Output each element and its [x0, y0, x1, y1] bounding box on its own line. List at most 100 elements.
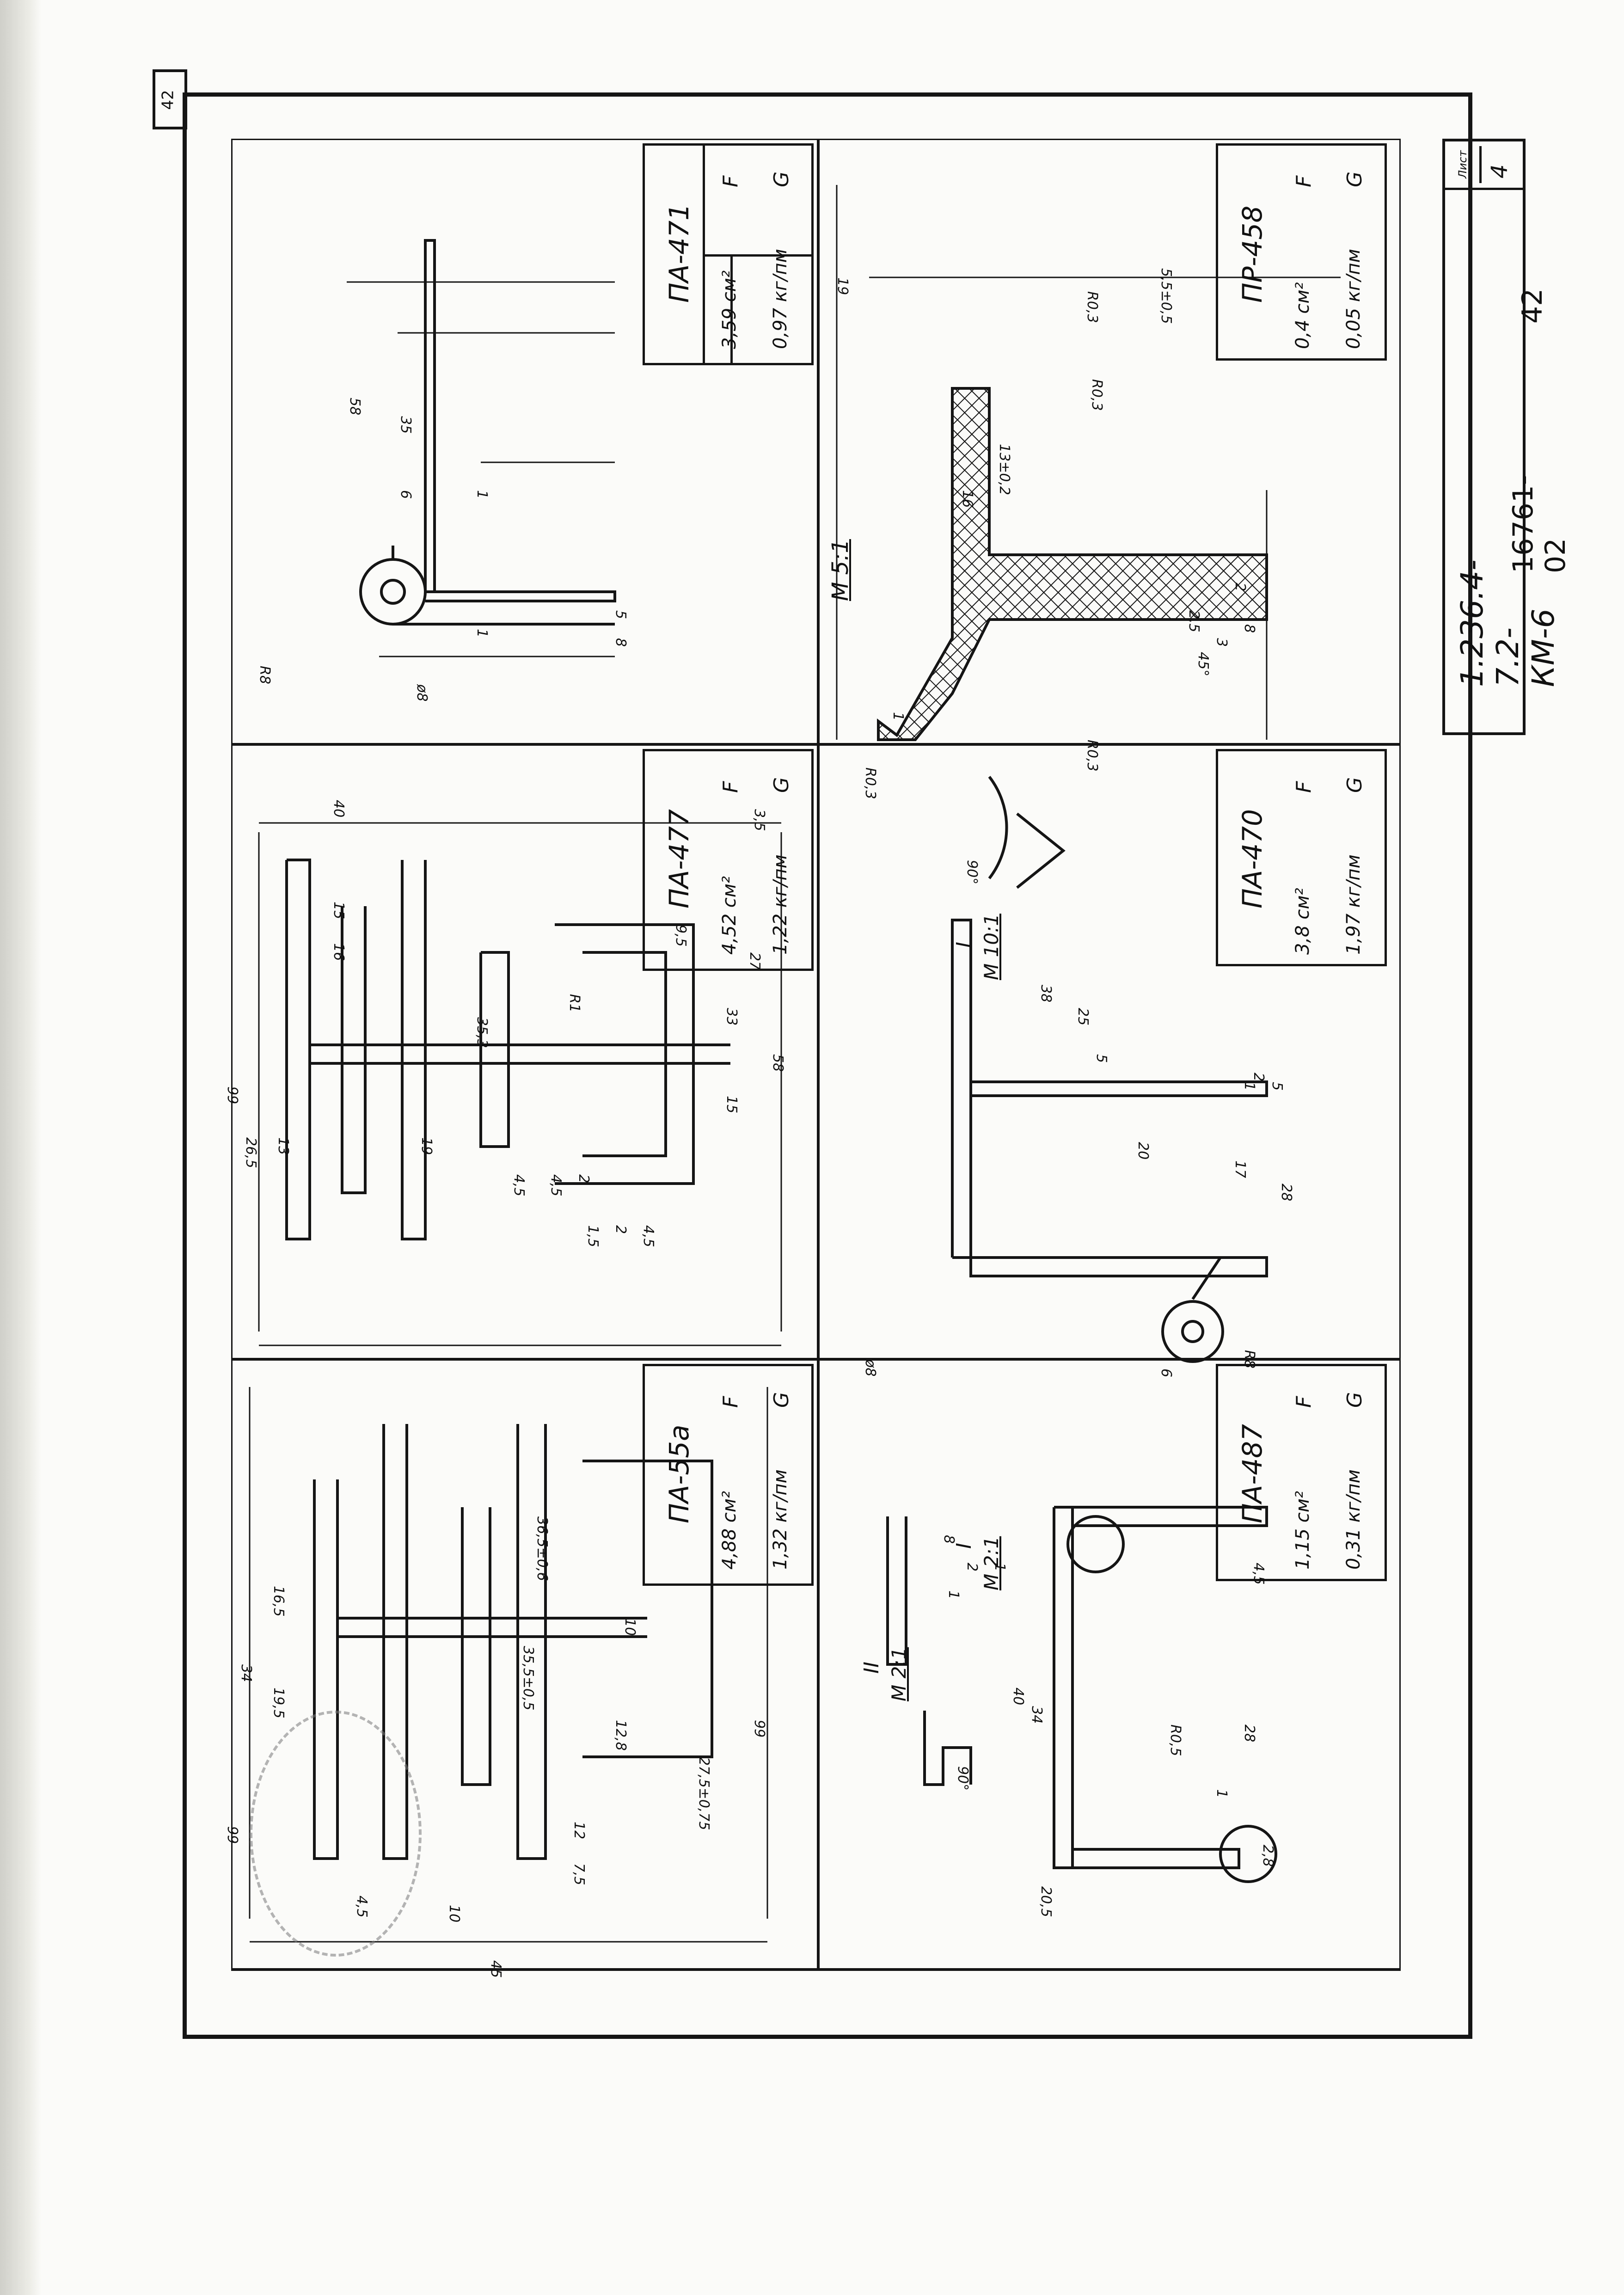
- corner-tab-number: 42: [159, 90, 178, 110]
- area-label: F: [1292, 175, 1316, 187]
- dimension-label: 34: [1029, 1706, 1045, 1724]
- weight-value: 0,97 кг/пм: [770, 249, 791, 349]
- dimension-label: 1: [474, 490, 490, 499]
- scale-label-pa487-2: М 2:1: [888, 1647, 910, 1701]
- dimension-label: 36,5±0,6: [534, 1516, 550, 1581]
- weight-value: 1,32 кг/пм: [770, 1469, 791, 1570]
- dimension-label: 16: [331, 943, 347, 961]
- area-label: F: [1292, 781, 1316, 793]
- profile-table-pa470: ПА-470 F 3,8 см² G 1,97 кг/пм: [1216, 749, 1387, 966]
- weight-label: G: [1343, 171, 1367, 187]
- dimension-label: 58: [770, 1054, 786, 1072]
- dimension-label: 2: [1250, 1073, 1267, 1082]
- profile-name: ПА-487: [1237, 1424, 1268, 1523]
- dimension-label: 35: [398, 416, 414, 434]
- detail-label-pa487-2: II: [860, 1662, 883, 1674]
- area-label: F: [719, 1396, 742, 1408]
- dimension-label: 10: [446, 1905, 462, 1923]
- area-value: 4,52 см²: [719, 876, 740, 955]
- profile-name: ПР-458: [1237, 205, 1268, 303]
- profile-table-pa487: ПА-487 F 1,15 см² G 0,31 кг/пм: [1216, 1364, 1387, 1581]
- profile-pa487-geometry: [886, 1506, 1277, 1883]
- area-label: F: [719, 781, 742, 793]
- dimension-label: 5: [613, 610, 629, 620]
- dimension-label: 7,5: [571, 1863, 587, 1885]
- dimension-label: 3,5: [751, 809, 767, 831]
- drawing-sheet: ПА-471 F 3,59 см² G 0,97 кг/пм ПА-477 F …: [224, 139, 1401, 1988]
- profile-pa477-dimlines: [258, 822, 782, 1346]
- profile-table-pa471: ПА-471 F 3,59 см² G 0,97 кг/пм: [643, 143, 814, 365]
- dimension-label: 5,5±0,5: [1158, 268, 1174, 324]
- profile-pa470-geometry: [951, 776, 1268, 1363]
- dimension-label: 4,5: [640, 1225, 656, 1247]
- dimension-label: 1: [992, 1563, 1008, 1572]
- area-value: 1,15 см²: [1292, 1491, 1313, 1570]
- profile-table-pa477: ПА-477 F 4,52 см² G 1,22 кг/пм: [643, 749, 814, 971]
- dimension-label: 19: [834, 277, 851, 295]
- sheet-number-cell: Лист 4: [1445, 141, 1523, 190]
- area-label: F: [719, 175, 742, 187]
- dimension-label: 28: [1241, 1724, 1257, 1743]
- weight-label: G: [770, 777, 793, 793]
- dimension-label: 15: [723, 1096, 740, 1114]
- dimension-label: 1: [474, 629, 490, 638]
- dimension-label: R8: [1241, 1350, 1257, 1368]
- dimension-label: 15: [331, 902, 347, 920]
- dimension-label: 33: [723, 1008, 740, 1026]
- profile-name: ПА-470: [1237, 809, 1268, 908]
- dimension-label: 40: [331, 800, 347, 818]
- title-block: Лист 4 1.236.4-7.2-КМ-6: [1442, 139, 1561, 735]
- dimension-label: 1,5: [585, 1225, 601, 1247]
- page-number: 42: [1516, 288, 1549, 324]
- weight-value: 1,22 кг/пм: [770, 854, 791, 955]
- dimension-label: R0,3: [1084, 740, 1100, 772]
- dimension-label: 6: [1158, 1368, 1174, 1378]
- dimension-label: 90°: [964, 860, 980, 885]
- profile-pa471-geometry: [359, 239, 616, 626]
- area-value: 4,88 см²: [719, 1491, 740, 1570]
- dimension-label: 16: [959, 490, 975, 508]
- dimension-label: 27,5±0,75: [696, 1757, 712, 1830]
- profile-pa471-dimlines: [347, 281, 615, 657]
- dimension-label: 99: [224, 1826, 240, 1844]
- area-value: 3,59 см²: [719, 270, 740, 349]
- dimension-label: 13: [275, 1137, 291, 1155]
- dimension-label: 25: [1075, 1008, 1091, 1026]
- dimension-label: 40: [1010, 1688, 1026, 1706]
- scale-label-pa470: М 10:1: [980, 914, 1003, 980]
- dimension-label: 2: [964, 1563, 980, 1572]
- profile-name: ПА-471: [663, 203, 695, 303]
- dimension-label: 12: [571, 1822, 587, 1840]
- dimension-label: 1: [1241, 1082, 1257, 1091]
- weight-label: G: [1343, 777, 1367, 793]
- dimension-label: R0,5: [1167, 1724, 1183, 1756]
- area-label: F: [1292, 1396, 1316, 1408]
- dimension-label: 45: [488, 1960, 504, 1978]
- archive-code: 16761-02: [1507, 475, 1572, 573]
- weight-value: 0,05 кг/пм: [1343, 249, 1364, 349]
- dimension-label: 38: [1038, 985, 1054, 1003]
- dimension-label: 1: [890, 712, 906, 721]
- drawing-frame: [183, 92, 1472, 2039]
- dimension-label: 8: [613, 638, 629, 647]
- weight-value: 1,97 кг/пм: [1343, 854, 1364, 955]
- dimension-label: 8: [1241, 624, 1257, 633]
- binding-edge: [0, 0, 42, 2295]
- dimension-label: 34: [238, 1664, 254, 1682]
- dimension-label: 99: [224, 1086, 240, 1105]
- dimension-label: 99: [751, 1720, 767, 1738]
- sheet-number-header: Лист: [1447, 146, 1482, 183]
- dimension-label: 16,5: [270, 1586, 287, 1617]
- area-value: 3,8 см²: [1292, 888, 1313, 955]
- dimension-label: R1: [566, 994, 582, 1012]
- dimension-label: 5: [1269, 1082, 1285, 1091]
- dimension-label: 4,5: [548, 1174, 564, 1197]
- scale-label-pr458: М 5:1: [827, 539, 853, 601]
- dimension-label: 2: [613, 1225, 629, 1234]
- dimension-label: 13±0,2: [996, 444, 1012, 496]
- sheet-number-label: Лист: [1456, 150, 1469, 178]
- profile-name: ПА-477: [663, 809, 695, 908]
- dimension-label: 4,5: [511, 1174, 527, 1197]
- profile-pr458-dimlines: [836, 185, 1341, 740]
- dimension-label: 19: [418, 1137, 435, 1155]
